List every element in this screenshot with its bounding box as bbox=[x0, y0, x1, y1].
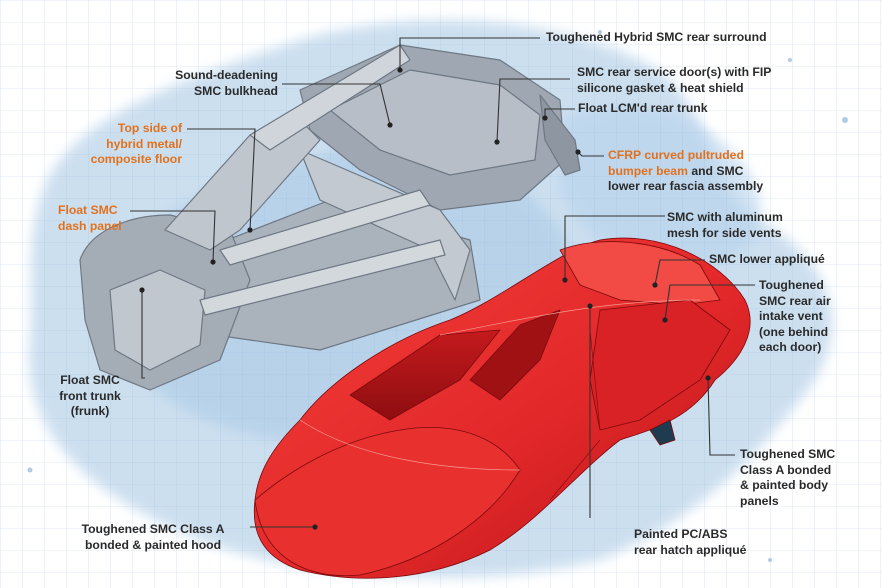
label-bumper-beam: CFRP curved pultruded bumper beam and SM… bbox=[608, 148, 764, 193]
red-body-shell bbox=[253, 237, 751, 579]
label-service-door: SMC rear service door(s) with FIP silico… bbox=[577, 65, 772, 95]
label-rear-trunk: Float LCM'd rear trunk bbox=[578, 101, 708, 115]
label-hatch-applique: Painted PC/ABS rear hatch appliqué bbox=[634, 527, 747, 557]
label-rear-surround: Toughened Hybrid SMC rear surround bbox=[546, 30, 767, 44]
label-floor: Top side of hybrid metal/ composite floo… bbox=[90, 121, 182, 166]
label-frunk: Float SMC front trunk (frunk) bbox=[59, 373, 121, 418]
label-lower-applique: SMC lower appliqué bbox=[709, 252, 825, 266]
label-bulkhead: Sound-deadening SMC bulkhead bbox=[175, 68, 278, 98]
label-side-vents: SMC with aluminum mesh for side vents bbox=[667, 210, 783, 240]
leader-dots bbox=[139, 67, 711, 530]
label-dash-panel: Float SMC dash panel bbox=[58, 203, 122, 233]
label-air-intake: Toughened SMC rear air intake vent (one … bbox=[759, 278, 831, 354]
leader-lines bbox=[130, 37, 755, 528]
label-hood: Toughened SMC Class A bonded & painted h… bbox=[81, 522, 225, 552]
label-body-panels: Toughened SMC Class A bonded & painted b… bbox=[740, 447, 836, 508]
